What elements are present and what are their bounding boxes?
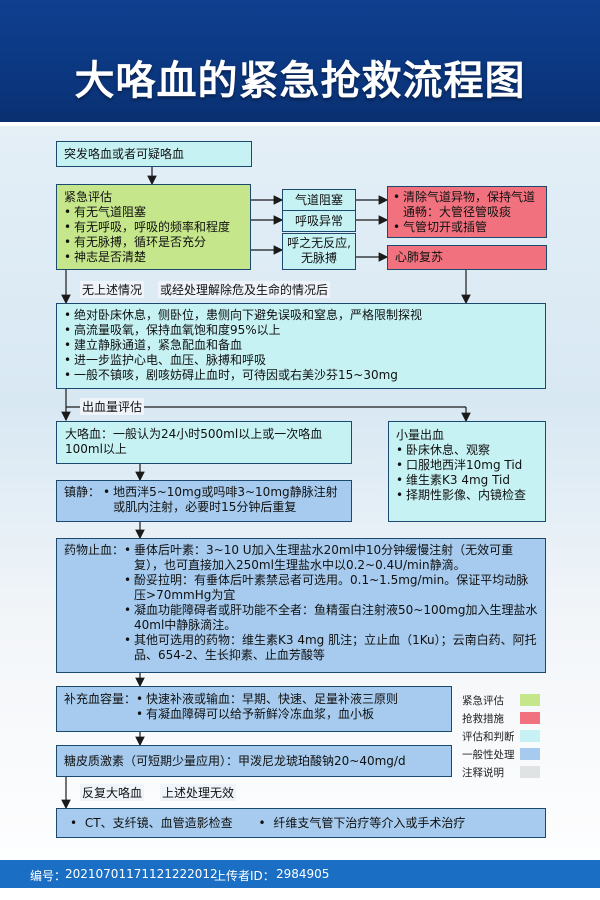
general-care-list: 绝对卧床休息，侧卧位，患侧向下避免误吸和窒息，严格限制探视 高流量吸氧，保持血氧… <box>64 308 538 383</box>
cpr-box: 心肺复苏 <box>387 245 547 270</box>
general-care-item: 一般不镇咳，剧咳妨碍止血时，可待因或右美沙芬15~30mg <box>64 368 538 383</box>
general-care-item: 进一步监护心电、血压、脉搏和呼吸 <box>64 353 538 368</box>
legend-label: 紧急评估 <box>462 695 504 707</box>
massive-bleeding-box: 大咯血：一般认为24小时500ml以上或一次咯血100ml以上 <box>56 421 352 464</box>
hemostasis-item: 酚妥拉明：有垂体后叶素禁忌者可选用。0.1~1.5mg/min。保证平均动脉压>… <box>124 573 538 603</box>
assessment-item: 有无呼吸，呼吸的频率和程度 <box>64 220 243 235</box>
massive-bleeding-text: 大咯血：一般认为24小时500ml以上或一次咯血100ml以上 <box>65 427 323 456</box>
footer-bar: 编号： 20210701171121222012 上传者ID： 2984905 <box>0 860 600 888</box>
condition-no-pulse: 呼之无反应,无脉搏 <box>282 233 356 270</box>
legend-label: 注释说明 <box>462 767 504 779</box>
steroid-text: 糖皮质激素（可短期少量应用）：甲泼尼龙琥珀酸钠20~40mg/d <box>64 754 406 768</box>
final-box: • CT、支纤镜、血管造影检查 • 纤维支气管下治疗等介入或手术治疗 <box>56 808 546 838</box>
page-title: 大咯血的紧急抢救流程图 <box>74 58 526 104</box>
volume-item: 有凝血障碍可以给予新鲜冷冻血浆，血小板 <box>136 707 444 722</box>
assessment-item: 有无气道阻塞 <box>64 205 243 220</box>
label-bleeding-eval: 出血量评估 <box>80 398 145 415</box>
general-care-item: 绝对卧床休息，侧卧位，患侧向下避免误吸和窒息，严格限制探视 <box>64 308 538 323</box>
footer-uploader-label: 上传者ID： <box>214 869 275 883</box>
cpr-text: 心肺复苏 <box>395 250 444 264</box>
rescue-item: 清除气道异物，保持气道通畅：大管径管吸痰 <box>393 190 541 220</box>
legend-label: 抢救措施 <box>462 713 504 725</box>
emergency-assessment-box: 紧急评估 有无气道阻塞 有无呼吸，呼吸的频率和程度 有无脉搏，循环是否充分 神志… <box>56 184 251 270</box>
volume-item: 快速补液或输血：早期、快速、足量补液三原则 <box>136 692 444 707</box>
hemostasis-item: 其他可选用的药物：维生素K3 4mg 肌注；立止血（1Ku）；云南白药、阿托品、… <box>124 633 538 663</box>
hemostasis-item: 凝血功能障碍者或肝功能不全者：鱼精蛋白注射液50~100mg加入生理盐水40ml… <box>124 603 538 633</box>
final-bullet: • <box>258 816 266 830</box>
minor-heading: 小量出血 <box>396 428 445 442</box>
assessment-list: 有无气道阻塞 有无呼吸，呼吸的频率和程度 有无脉搏，循环是否充分 神志是否清楚 <box>64 205 243 265</box>
condition-airway-text: 气道阻塞 <box>294 193 343 207</box>
start-box: 突发咯血或者可疑咯血 <box>56 141 252 167</box>
legend-swatch-red <box>520 712 540 724</box>
label-ineffective: 上述处理无效 <box>160 784 237 801</box>
footer-id-label: 编号： <box>30 869 67 883</box>
legend-swatch-green <box>520 694 540 706</box>
minor-bleeding-box: 小量出血 卧床休息、观察 口服地西泮10mg Tid 维生素K3 4mg Tid… <box>388 421 546 522</box>
hemostasis-prefix: 药物止血： <box>64 543 125 557</box>
rescue-airway-box: 清除气道异物，保持气道通畅：大管径管吸痰 气管切开或插管 <box>387 186 547 238</box>
hemostasis-item: 垂体后叶素：3~10 U加入生理盐水20ml中10分钟缓慢注射（无效可重复），也… <box>124 543 538 573</box>
condition-no-pulse-text: 呼之无反应,无脉搏 <box>287 236 351 265</box>
legend-label: 一般性处理 <box>462 749 515 761</box>
hemostasis-box: 药物止血： 垂体后叶素：3~10 U加入生理盐水20ml中10分钟缓慢注射（无效… <box>56 538 546 673</box>
minor-item: 卧床休息、观察 <box>396 443 538 458</box>
condition-breathing: 呼吸异常 <box>282 210 356 232</box>
start-text: 突发咯血或者可疑咯血 <box>64 147 185 161</box>
volume-prefix: 补充血容量： <box>64 692 137 706</box>
general-care-item: 建立静脉通道，紧急配血和备血 <box>64 338 538 353</box>
minor-item: 口服地西泮10mg Tid <box>396 458 538 473</box>
general-care-box: 绝对卧床休息，侧卧位，患侧向下避免误吸和窒息，严格限制探视 高流量吸氧，保持血氧… <box>56 303 546 389</box>
assessment-item: 神志是否清楚 <box>64 250 243 265</box>
sedation-bullet: • <box>103 485 111 499</box>
label-repeat: 反复大咯血 <box>80 784 145 801</box>
volume-list: 快速补液或输血：早期、快速、足量补液三原则 有凝血障碍可以给予新鲜冷冻血浆，血小… <box>136 692 444 726</box>
sedation-text: 地西泮5~10mg或吗啡3~10mg静脉注射或肌内注射，必要时15分钟后重复 <box>113 485 338 514</box>
volume-box: 补充血容量： 快速补液或输血：早期、快速、足量补液三原则 有凝血障碍可以给予新鲜… <box>56 686 452 732</box>
final-item: CT、支纤镜、血管造影检查 <box>84 816 233 830</box>
final-bullet: • <box>70 816 78 830</box>
assessment-heading: 紧急评估 <box>64 190 113 204</box>
rescue-list: 清除气道异物，保持气道通畅：大管径管吸痰 气管切开或插管 <box>393 190 541 235</box>
final-item: 纤维支气管下治疗等介入或手术治疗 <box>273 816 466 830</box>
label-none-above: 无上述情况 <box>80 281 145 298</box>
label-or-handled: 或经处理解除危及生命的情况后 <box>158 281 331 298</box>
minor-item: 择期性影像、内镜检查 <box>396 488 538 503</box>
sedation-box: 镇静： • 地西泮5~10mg或吗啡3~10mg静脉注射或肌内注射，必要时15分… <box>56 480 352 522</box>
footer-uploader-value: 2984905 <box>276 867 330 881</box>
header-banner: 大咯血的紧急抢救流程图 <box>0 0 600 126</box>
hemostasis-list: 垂体后叶素：3~10 U加入生理盐水20ml中10分钟缓慢注射（无效可重复），也… <box>124 543 538 668</box>
minor-item: 维生素K3 4mg Tid <box>396 473 538 488</box>
rescue-item: 气管切开或插管 <box>393 220 541 235</box>
footer-id-value: 20210701171121222012 <box>65 867 218 881</box>
legend-swatch-cyan <box>520 730 540 742</box>
legend-swatch-blue <box>520 748 540 760</box>
general-care-item: 高流量吸氧，保持血氧饱和度95%以上 <box>64 323 538 338</box>
sedation-prefix: 镇静： <box>64 485 101 499</box>
assessment-item: 有无脉搏，循环是否充分 <box>64 235 243 250</box>
condition-airway: 气道阻塞 <box>282 189 356 211</box>
legend-label: 评估和判断 <box>462 731 515 743</box>
steroid-box: 糖皮质激素（可短期少量应用）：甲泼尼龙琥珀酸钠20~40mg/d <box>56 745 452 777</box>
minor-list: 卧床休息、观察 口服地西泮10mg Tid 维生素K3 4mg Tid 择期性影… <box>396 443 538 503</box>
legend-swatch-grey <box>520 766 540 778</box>
condition-breathing-text: 呼吸异常 <box>294 214 343 228</box>
